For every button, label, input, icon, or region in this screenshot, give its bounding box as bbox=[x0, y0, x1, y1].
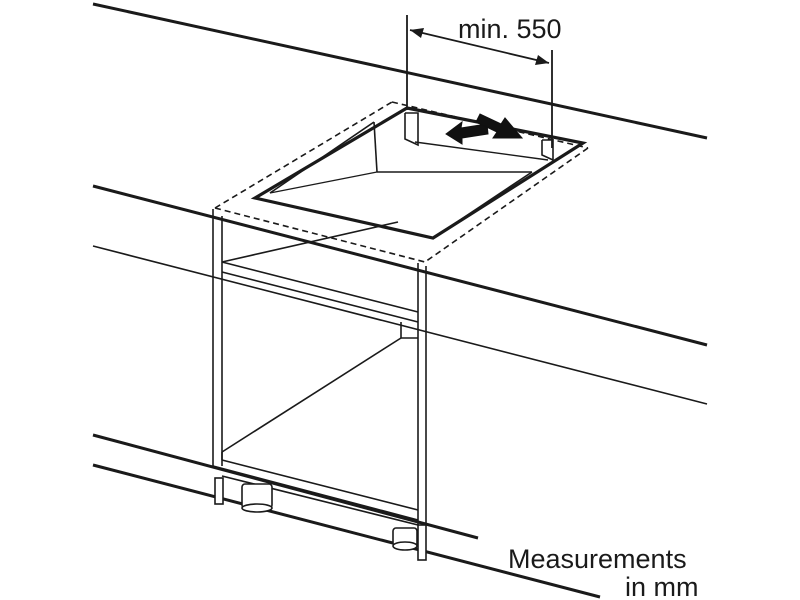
dimension-arrowhead-right bbox=[535, 55, 549, 65]
measurements-note-line2: in mm bbox=[625, 572, 699, 600]
hob-dashed-outline bbox=[214, 101, 589, 263]
dimension-line bbox=[409, 29, 550, 64]
dimension-marker bbox=[406, 15, 553, 148]
airflow-arrows bbox=[445, 113, 524, 145]
measurements-note-line1: Measurements bbox=[508, 544, 687, 574]
cabinet-feet bbox=[214, 477, 427, 561]
floor-lines bbox=[92, 433, 601, 599]
airflow-arrow-right bbox=[475, 113, 524, 139]
worktop-cutout bbox=[250, 106, 588, 240]
worktop-back-edge bbox=[92, 2, 708, 140]
worktop-front bbox=[92, 184, 708, 405]
base-cabinet bbox=[212, 209, 427, 526]
dimension-label: min. 550 bbox=[458, 14, 562, 44]
cabinet-foot-right bbox=[392, 524, 427, 561]
airflow-arrow-left bbox=[445, 120, 489, 145]
cabinet-foot-left bbox=[214, 477, 273, 513]
dimension-arrowhead-left bbox=[410, 28, 424, 38]
